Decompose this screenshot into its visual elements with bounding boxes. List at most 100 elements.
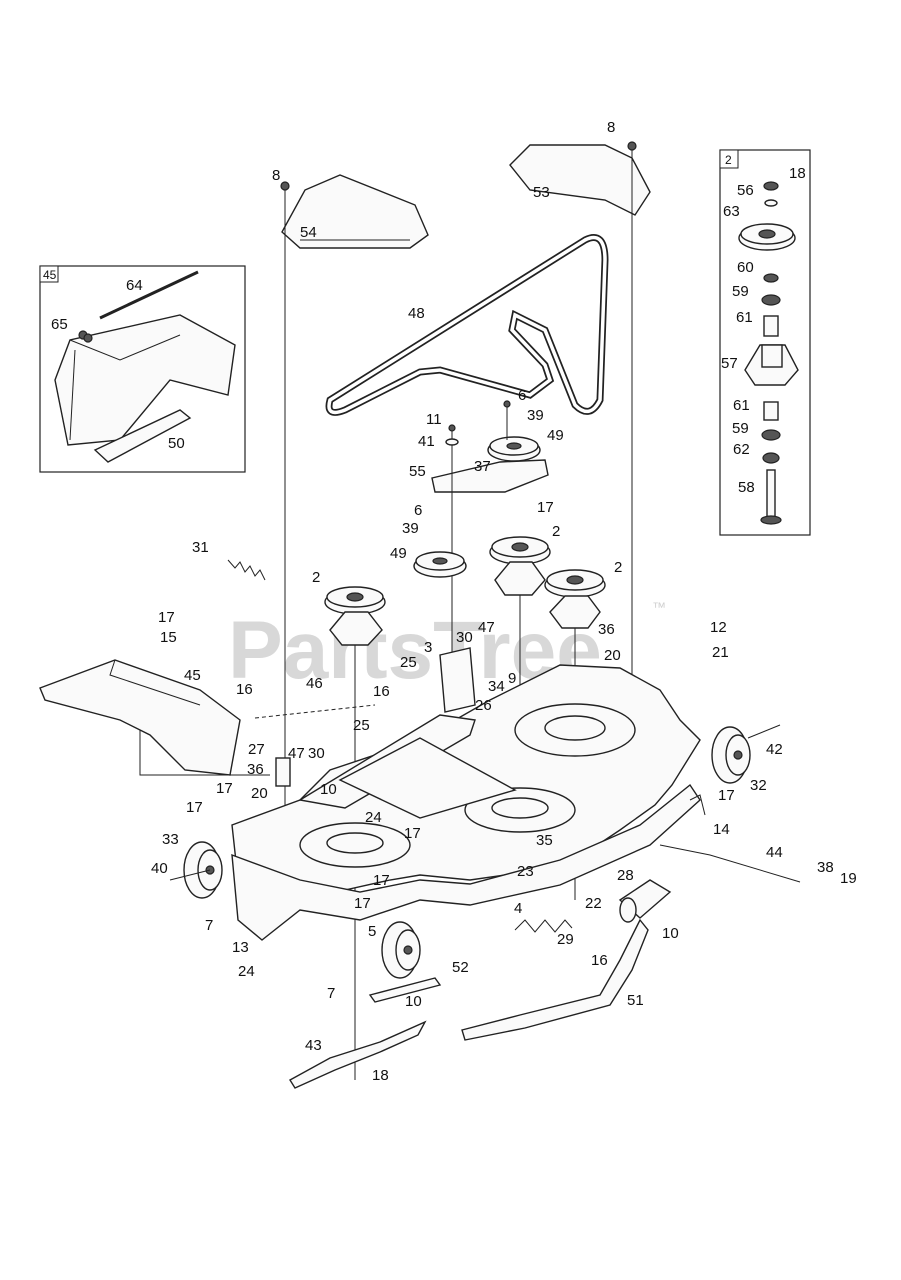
spring-31-shape [227,559,266,581]
part-callout: 6 [414,502,422,519]
part-callout: 57 [721,355,738,372]
part-callout: 41 [418,433,435,450]
main-discharge-chute-shape [39,659,241,776]
part-callout: 43 [305,1037,322,1054]
part-callout: 65 [51,316,68,333]
part-callout: 17 [186,799,203,816]
part-callout: 10 [662,925,679,942]
part-callout: 15 [160,629,177,646]
part-callout: 8 [272,167,280,184]
part-callout: 11 [426,411,442,428]
part-callout: 21 [712,644,729,661]
idler-bracket-shape [431,459,549,493]
spring-29-shape [514,919,573,933]
part-callout: 4 [514,900,522,917]
part-callout: 25 [400,654,417,671]
part-callout: 55 [409,463,426,480]
part-callout: 37 [474,458,491,475]
part-callout: 56 [737,182,754,199]
part-callout: 42 [766,741,783,758]
part-callout: 16 [591,952,608,969]
inset-box-45: 45 [39,265,246,473]
part-callout: 34 [488,678,505,695]
part-callout: 26 [475,697,492,714]
part-callout: 61 [733,397,750,414]
part-callout: 30 [308,745,325,762]
part-callout: 44 [766,844,783,861]
spring-27-shape [275,757,291,787]
part-callout: 28 [617,867,634,884]
part-callout: 39 [402,520,419,537]
part-callout: 49 [547,427,564,444]
part-callout: 17 [354,895,371,912]
part-callout: 47 [288,745,305,762]
trademark-mark: ™ [652,599,666,615]
part-callout: 36 [247,761,264,778]
part-callout: 6 [518,387,526,404]
part-callout: 17 [718,787,735,804]
part-callout: 23 [517,863,534,880]
part-callout: 17 [373,872,390,889]
part-callout: 54 [300,224,317,241]
part-callout: 39 [527,407,544,424]
part-callout: 33 [162,831,179,848]
part-callout: 36 [598,621,615,638]
part-callout: 12 [710,619,727,636]
part-callout: 19 [840,870,857,887]
part-callout: 20 [251,785,268,802]
part-callout: 62 [733,441,750,458]
part-callout: 5 [368,923,376,940]
part-callout: 3 [424,639,432,656]
chute-bracket-shape [93,409,192,463]
part-callout: 29 [557,931,574,948]
spindle-center-shape [489,536,551,815]
inset-box-2-label: 2 [725,153,732,167]
part-callout: 59 [732,283,749,300]
discharge-chute-shape [54,314,236,446]
part-callout: 64 [126,277,143,294]
part-callout: 8 [607,119,615,136]
deck-plate-shape [338,737,517,819]
gauge-wheel-right-shape [711,724,781,784]
part-callout: 14 [713,821,730,838]
idler-pulley-lower-shape [413,551,467,578]
part-callout: 9 [508,670,516,687]
blade-43-shape [289,1020,427,1089]
gauge-wheel-left-shape [169,841,223,899]
part-callout: 18 [372,1067,389,1084]
part-callout: 38 [817,859,834,876]
part-callout: 2 [614,559,622,576]
part-callout: 20 [604,647,621,664]
part-callout: 58 [738,479,755,496]
part-callout: 59 [732,420,749,437]
bracket-3-shape [439,647,476,713]
part-callout: 50 [168,435,185,452]
part-callout: 27 [248,741,265,758]
part-callout: 45 [184,667,201,684]
part-callout: 53 [533,184,550,201]
part-callout: 18 [789,165,806,182]
part-callout: 13 [232,939,249,956]
part-callout: 61 [736,309,753,326]
part-callout: 32 [750,777,767,794]
part-callout: 60 [737,259,754,276]
bracket-51-shape [461,918,649,1041]
drive-belt-shape [325,234,609,416]
part-callout: 40 [151,860,168,877]
part-callout: 16 [373,683,390,700]
spindle-left-shape [324,586,386,1080]
part-callout: 2 [312,569,320,586]
belt-cover-left-shape [281,174,429,249]
part-callout: 51 [627,992,644,1009]
rod-46-shape [254,704,376,719]
inset-box-45-label: 45 [43,268,57,282]
inset-box-2: 2 [719,149,811,536]
part-callout: 17 [537,499,554,516]
gauge-wheel-front-shape [381,921,421,979]
part-callout: 35 [536,832,553,849]
part-callout: 16 [236,681,253,698]
part-callout: 7 [327,985,335,1002]
part-callout: 24 [365,809,382,826]
part-callout: 17 [404,825,421,842]
